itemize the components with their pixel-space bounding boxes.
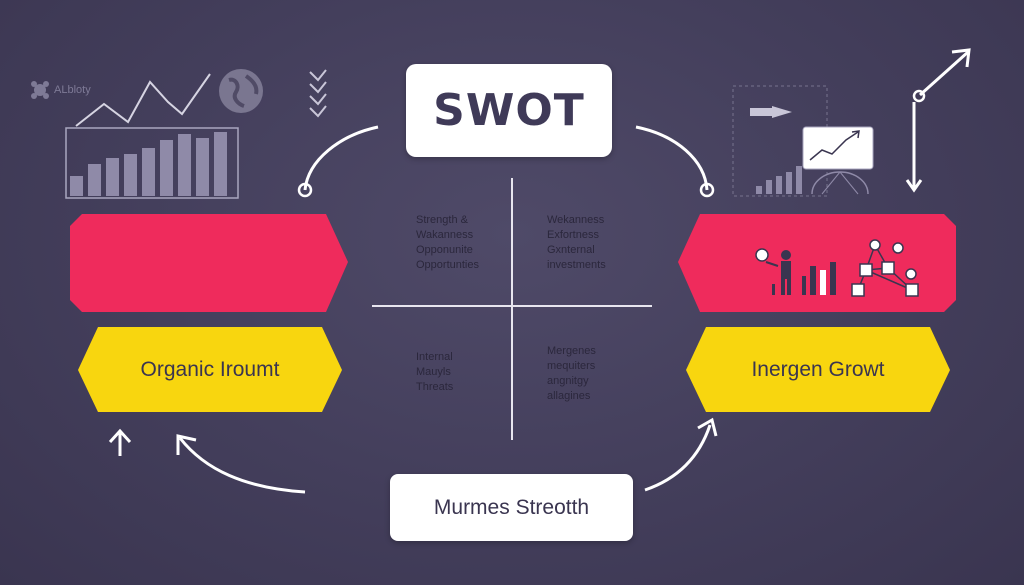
page-title: SWOT	[433, 85, 585, 136]
arrow-up-icon	[108, 428, 132, 456]
bottom-label: Murmes Streotth	[433, 495, 590, 519]
quadrant-bottom-right: Mergenes mequiters angnitgy allagines	[547, 345, 596, 402]
swot-title-card: SWOT	[406, 64, 612, 157]
arrow-bottom-left-head	[176, 434, 197, 455]
arc-top-left-dot	[297, 182, 313, 198]
globe-icon	[219, 69, 263, 113]
faint-label: ALbloty	[54, 84, 91, 96]
quadrant-top-right: Wekanness Exfortness Gxnternal investmen…	[547, 214, 606, 271]
arrow-bottom-right	[644, 424, 712, 492]
top-right-chart-icon	[732, 85, 874, 197]
banner-right-yellow	[686, 327, 950, 412]
banner-right-yellow-label: Inergen Growt	[751, 357, 885, 381]
arrow-bottom-right-head	[697, 417, 718, 437]
quadrant-bottom-left: Internal Mauyls Threats	[416, 351, 454, 393]
quadrant-top-left: Strength & Wakanness Opponunite Opportun…	[416, 214, 479, 271]
arc-top-right-dot	[699, 182, 715, 198]
arrow-bottom-left	[178, 437, 306, 494]
asterisk-icon	[31, 81, 49, 99]
bottom-label-card: Murmes Streotth	[390, 474, 633, 541]
trend-arrow-icon	[905, 48, 971, 193]
banner-right-pink	[678, 214, 956, 312]
chevrons-down-icon	[309, 69, 327, 118]
arc-top-left	[303, 125, 379, 191]
banner-left-yellow-label: Organic Iroumt	[140, 357, 280, 381]
banner-left-pink	[70, 214, 348, 312]
bar-chart-icon	[65, 73, 239, 199]
person-presenting-icon	[755, 248, 836, 295]
network-icon	[851, 239, 919, 297]
arc-top-right	[635, 125, 709, 191]
banner-left-yellow	[78, 327, 342, 412]
